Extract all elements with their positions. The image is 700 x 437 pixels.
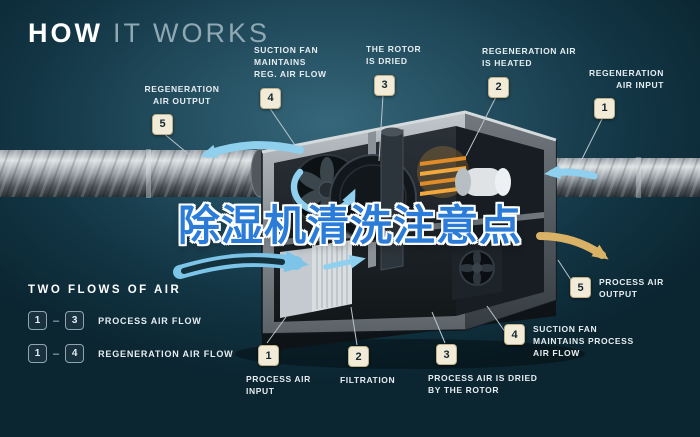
legend-row-regeneration: 1 – 4 REGENERATION AIR FLOW [28, 344, 233, 363]
callout-label: SUCTION FAN MAINTAINS PROCESS AIR FLOW [533, 324, 634, 358]
process-output-arrow [536, 232, 609, 260]
legend-heading: TWO FLOWS OF AIR [28, 284, 182, 296]
callout-label: THE ROTOR IS DRIED [366, 44, 422, 66]
callout-label: REGENERATION AIR IS HEATED [482, 46, 577, 68]
legend-chip: 1 [28, 344, 47, 363]
callout-regen-heated: REGENERATION AIR IS HEATED 2 [482, 46, 586, 98]
legend-label: PROCESS AIR FLOW [98, 315, 202, 326]
callout-number-chip: 4 [260, 87, 281, 109]
callout-regen-input: REGENERATION AIR INPUT 1 [584, 68, 664, 119]
title-light: IT WORKS [112, 18, 270, 48]
callout-label: REGENERATION AIR INPUT [588, 68, 664, 90]
callout-number-chip: 3 [436, 344, 457, 365]
callout-number-chip: 5 [570, 277, 591, 298]
callout-suction-fan-reg: SUCTION FAN MAINTAINS REG. AIR FLOW 4 [254, 45, 344, 109]
title-bold: HOW [28, 18, 103, 48]
desiccant-rotor [329, 127, 417, 271]
rotor-end-cylinder [455, 168, 511, 196]
mid-shelf [274, 212, 544, 246]
callout-label: PROCESS AIR IS DRIED BY THE ROTOR [428, 373, 538, 395]
callout-number-chip: 5 [152, 113, 173, 135]
process-input-arrow-core [181, 257, 285, 274]
callout-label: SUCTION FAN MAINTAINS REG. AIR FLOW [254, 45, 327, 79]
callout-regen-output: REGENERATION AIR OUTPUT 5 [138, 84, 226, 135]
page-title: HOW IT WORKS [28, 18, 270, 49]
callout-label: PROCESS AIR OUTPUT [599, 277, 664, 299]
filter-arrow [323, 254, 366, 270]
process-fan [452, 238, 502, 300]
legend-row-process: 1 – 3 PROCESS AIR FLOW [28, 311, 233, 330]
callout-filtration: 2 FILTRATION [340, 346, 410, 387]
legend-chip: 3 [65, 311, 85, 330]
callout-suction-fan-process: 4 SUCTION FAN MAINTAINS PROCESS AIR FLOW [504, 324, 634, 360]
callout-label: PROCESS AIR INPUT [246, 374, 311, 396]
callout-number-chip: 3 [374, 74, 395, 96]
legend-dash: – [53, 347, 60, 360]
legend-dash: – [53, 314, 60, 327]
fan-swirl-arrow [290, 168, 356, 216]
callout-number-chip: 2 [488, 76, 509, 98]
legend-label: REGENERATION AIR FLOW [98, 348, 234, 359]
left-duct [0, 148, 270, 198]
legend-chip: 4 [65, 344, 85, 363]
callout-process-output: 5 PROCESS AIR OUTPUT [570, 277, 664, 301]
callout-process-input: 1 PROCESS AIR INPUT [246, 345, 322, 398]
callout-number-chip: 1 [594, 97, 615, 119]
callout-process-dried: 3 PROCESS AIR IS DRIED BY THE ROTOR [428, 344, 554, 397]
watermark-text: 除湿机清洗注意点 [177, 202, 523, 249]
callout-label: REGENERATION AIR OUTPUT [144, 84, 220, 106]
callout-number-chip: 2 [348, 346, 369, 367]
legend-chip: 1 [28, 311, 47, 330]
callout-number-chip: 4 [504, 324, 525, 345]
regen-input-arrow [544, 165, 598, 180]
callout-rotor-dried: THE ROTOR IS DRIED 3 [366, 44, 436, 96]
legend: TWO FLOWS OF AIR 1 – 3 PROCESS AIR FLOW … [28, 284, 233, 377]
right-duct [546, 157, 700, 198]
callout-number-chip: 1 [258, 345, 279, 366]
callout-label: FILTRATION [340, 375, 396, 385]
